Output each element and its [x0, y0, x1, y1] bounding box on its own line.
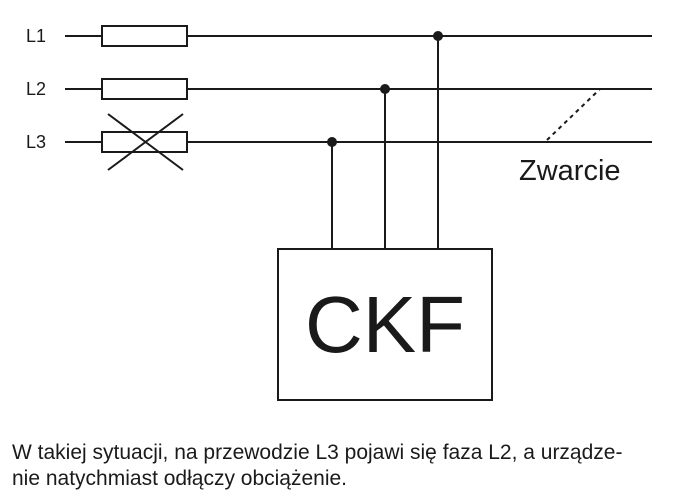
short-circuit-dashed-line	[546, 88, 601, 141]
blown-fuse-cross-icon	[107, 113, 184, 171]
caption-line-2: nie natychmiast odłączy obciążenie.	[12, 467, 348, 490]
junction-dot-l1	[433, 31, 443, 41]
line-label-l2: L2	[26, 79, 46, 99]
caption-line-1: W takiej sytuacji, na przewodzie L3 poja…	[12, 441, 623, 464]
junction-dot-l3	[327, 137, 337, 147]
device-label: CKF	[305, 280, 465, 369]
fuse-l2	[101, 78, 188, 100]
line-label-l1: L1	[26, 26, 46, 46]
caption: W takiej sytuacji, na przewodzie L3 poja…	[12, 440, 692, 492]
fault-label: Zwarcie	[519, 155, 621, 187]
wiring-diagram: L1 L2 L3 Zwarcie CKF	[26, 25, 652, 401]
ckf-device-box	[277, 248, 493, 401]
junction-dot-l2	[380, 84, 390, 94]
fuse-l1	[101, 25, 188, 47]
line-label-l3: L3	[26, 132, 46, 152]
